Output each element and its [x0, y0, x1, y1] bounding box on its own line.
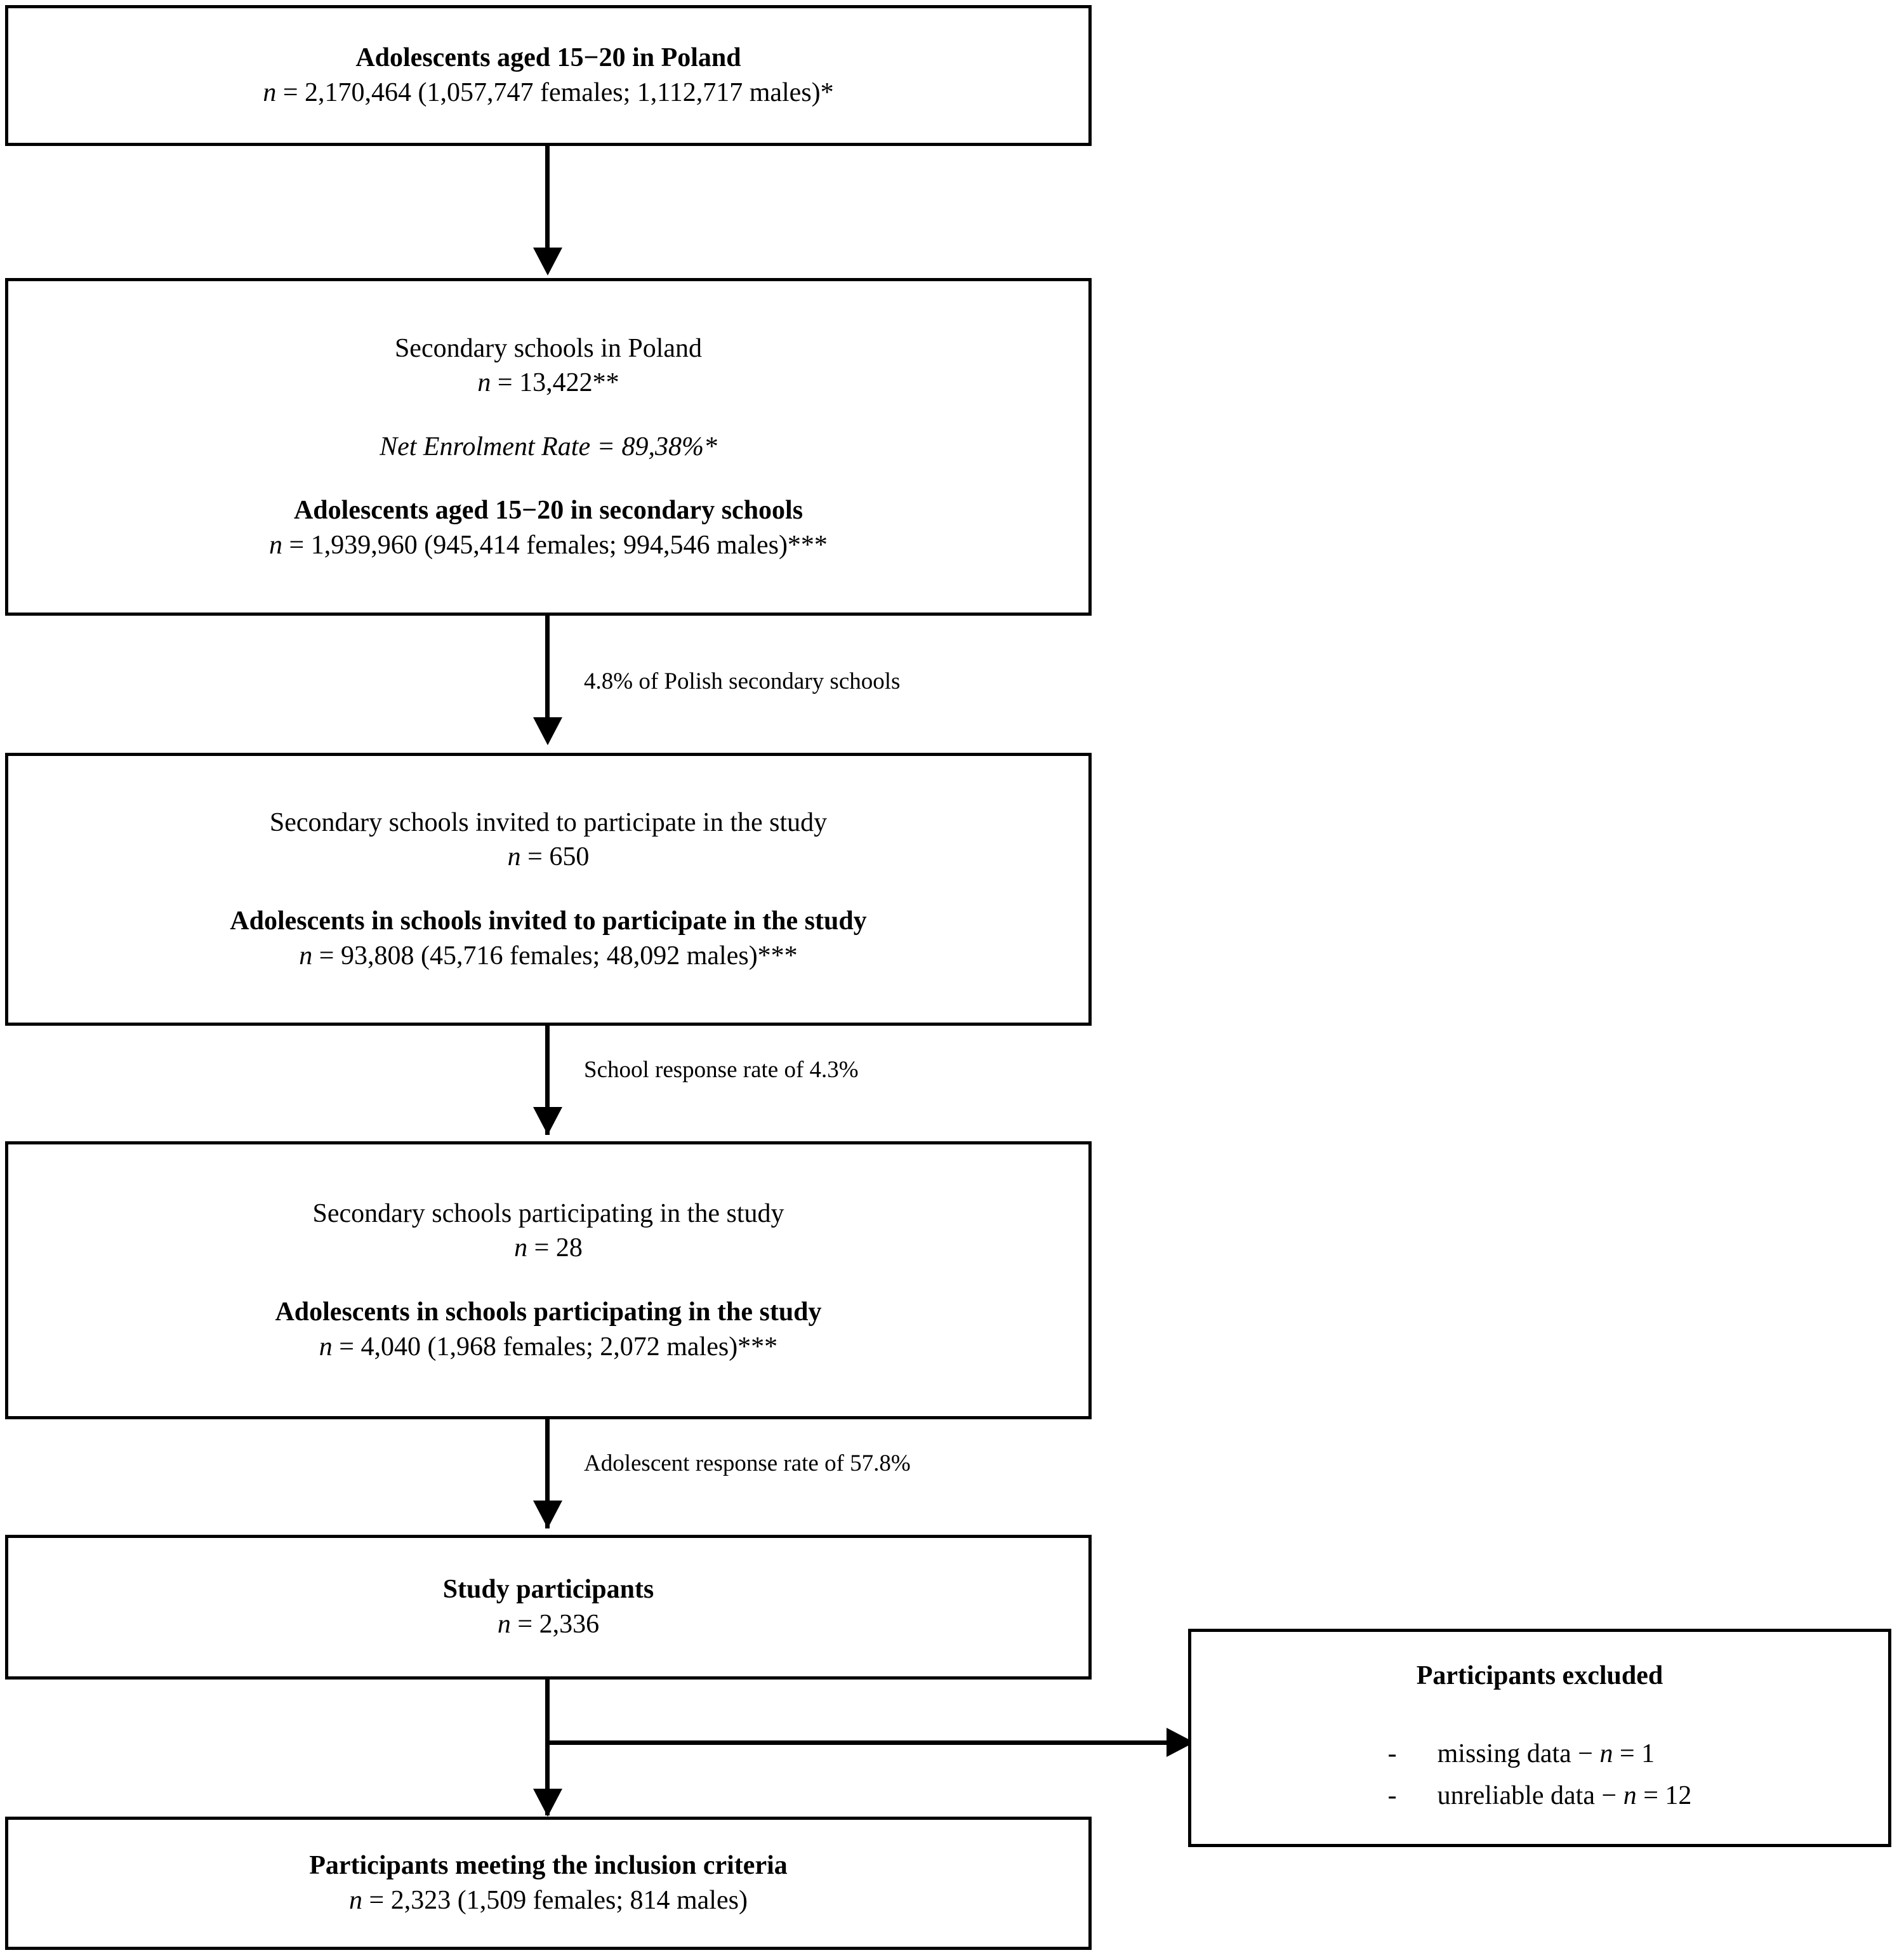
node-line: Adolescents aged 15−20 in secondary scho…	[293, 496, 803, 526]
bullet-dash: -	[1387, 1781, 1397, 1811]
arrowhead-down	[533, 1107, 562, 1135]
arrowhead-down	[533, 1789, 562, 1817]
node-secondary-schools-in-poland: Secondary schools in Poland n = 13,422**…	[5, 278, 1092, 616]
bullet-dash: -	[1387, 1739, 1397, 1768]
node-line: n = 28	[514, 1233, 583, 1263]
connector-schools-to-invited	[545, 616, 550, 722]
node-line: Secondary schools invited to participate…	[269, 807, 828, 837]
node-study-participants: Study participants n = 2,336	[5, 1535, 1092, 1680]
node-line: Adolescents aged 15−20 in Poland	[355, 43, 741, 73]
connector-population-to-schools	[545, 146, 550, 253]
excluded-reason-list: - missing data − n = 1 - unreliable data −…	[1388, 1733, 1692, 1817]
edge-label-adolescent-response-rate: Adolescent response rate of 57.8%	[584, 1450, 911, 1476]
excluded-heading: Participants excluded	[1416, 1661, 1663, 1691]
node-line: n = 4,040 (1,968 females; 2,072 males)**…	[319, 1332, 778, 1362]
node-adolescents-in-poland: Adolescents aged 15−20 in Poland n = 2,1…	[5, 5, 1092, 146]
node-line: Secondary schools participating in the s…	[312, 1198, 784, 1228]
node-line: n = 2,323 (1,509 females; 814 males)	[349, 1886, 748, 1915]
node-schools-participating: Secondary schools participating in the s…	[5, 1141, 1092, 1419]
arrowhead-down	[533, 1501, 562, 1528]
node-line: n = 13,422**	[477, 368, 619, 398]
node-line: Participants meeting the inclusion crite…	[309, 1851, 788, 1881]
node-line: n = 93,808 (45,716 females; 48,092 males…	[299, 941, 798, 971]
node-line: n = 2,336	[497, 1610, 600, 1639]
edge-label-sampling-fraction: 4.8% of Polish secondary schools	[584, 668, 901, 694]
node-line: Adolescents in schools participating in …	[275, 1297, 822, 1327]
node-schools-invited: Secondary schools invited to participate…	[5, 753, 1092, 1026]
node-line: Study participants	[442, 1575, 654, 1605]
node-line: n = 2,170,464 (1,057,747 females; 1,112,…	[263, 78, 834, 107]
arrowhead-down	[533, 248, 562, 275]
node-line: Secondary schools in Poland	[394, 333, 703, 363]
connector-study-participants-to-included	[545, 1680, 550, 1815]
connector-study-participants-to-excluded	[545, 1740, 1180, 1745]
list-item-label: missing data − n = 1	[1437, 1739, 1655, 1768]
node-line: n = 650	[507, 842, 590, 872]
list-item: - unreliable data − n = 12	[1388, 1775, 1692, 1817]
connector-invited-to-participating	[545, 1026, 550, 1135]
list-item: - missing data − n = 1	[1388, 1733, 1692, 1775]
node-line: n = 1,939,960 (945,414 females; 994,546 …	[269, 530, 828, 560]
node-participants-meeting-inclusion-criteria: Participants meeting the inclusion crite…	[5, 1817, 1092, 1950]
node-participants-excluded: Participants excluded - missing data − n …	[1188, 1629, 1891, 1847]
edge-label-school-response-rate: School response rate of 4.3%	[584, 1057, 859, 1083]
arrowhead-down	[533, 717, 562, 745]
connector-participating-to-study-participants	[545, 1419, 550, 1528]
list-item-label: unreliable data − n = 12	[1437, 1781, 1692, 1811]
node-line: Net Enrolment Rate = 89,38%*	[380, 432, 717, 461]
node-line: Adolescents in schools invited to partic…	[230, 906, 867, 936]
